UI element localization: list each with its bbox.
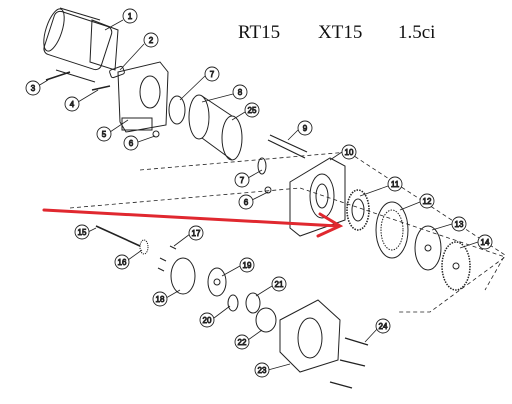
title-model-b: XT15 [318,22,363,43]
part-nut-6b [264,186,272,194]
callout-21: 21 [271,276,287,292]
assembly-outline-upper [139,151,506,291]
part-nut-6 [152,130,160,138]
svg-text:7: 7 [210,70,215,79]
callout-19: 19 [239,257,255,273]
part-bolt-3 [45,71,71,81]
callout-25: 25 [244,102,260,118]
svg-text:11: 11 [391,180,400,189]
title-model-a: RT15 [238,22,281,43]
svg-text:7: 7 [240,176,245,185]
svg-text:3: 3 [31,84,36,93]
part-pinion [139,239,149,255]
svg-text:12: 12 [423,197,432,206]
svg-text:15: 15 [78,228,87,237]
part-carrier [414,225,442,271]
part-brake-disc [207,267,227,297]
svg-text:1: 1 [128,12,133,21]
callout-24: 24 [375,318,391,334]
part-shaft [95,225,141,247]
part-washer-20 [227,294,239,312]
part-washer-7 [168,95,186,125]
svg-text:19: 19 [243,261,252,270]
callout-15: 15 [74,224,90,240]
callout-11: 11 [387,176,403,192]
svg-text:20: 20 [203,316,212,325]
callout-7b: 7 [234,172,250,188]
part-motor [43,7,119,83]
callout-20: 20 [199,312,215,328]
callout-23: 23 [254,362,270,378]
callout-4: 4 [64,96,80,112]
part-gasket [255,307,277,333]
svg-text:10: 10 [345,148,354,157]
part-drum [201,95,243,161]
callout-5: 5 [96,126,112,142]
part-washer-21 [245,292,261,314]
title-capacity: 1.5ci [398,22,436,43]
callout-8: 8 [232,84,248,100]
callout-7: 7 [204,66,220,82]
callout-18: 18 [152,291,168,307]
svg-text:16: 16 [118,258,127,267]
callout-17: 17 [188,225,204,241]
part-ring-gear [375,201,409,259]
svg-text:6: 6 [129,139,134,148]
callout-10: 10 [341,144,357,160]
svg-text:22: 22 [238,338,247,347]
svg-text:24: 24 [379,322,388,331]
svg-text:5: 5 [102,130,107,139]
callout-14: 14 [477,234,493,250]
part-screws-17 [157,245,177,272]
svg-text:23: 23 [258,366,267,375]
callouts: 1 2 3 4 5 6 7 8 9 10 11 12 13 14 15 16 1… [25,8,493,378]
callout-22: 22 [234,334,250,350]
callout-13: 13 [451,216,467,232]
callout-2: 2 [143,32,159,48]
callout-9: 9 [297,120,313,136]
assembly-outline-lower [69,187,506,313]
part-tie-bar [267,134,308,159]
leader-lines [37,19,479,371]
svg-text:4: 4 [70,100,75,109]
part-gear-11 [346,189,370,231]
callout-6b: 6 [238,194,254,210]
svg-text:2: 2 [149,36,154,45]
svg-text:14: 14 [481,238,490,247]
part-bolt-4 [91,85,111,91]
svg-text:25: 25 [248,106,257,115]
svg-text:13: 13 [455,220,464,229]
part-drum-flange [188,94,210,140]
svg-text:9: 9 [303,124,308,133]
part-plate-18 [170,257,196,295]
part-bolts-24 [329,337,369,389]
callout-6: 6 [123,135,139,151]
callout-12: 12 [419,193,435,209]
part-washer-7b [257,157,267,175]
callout-3: 3 [25,80,41,96]
red-arrow-icon [42,208,344,238]
part-end-gear [441,241,471,291]
svg-text:21: 21 [275,280,284,289]
part-end-bearing [289,157,346,237]
svg-text:6: 6 [244,198,249,207]
svg-text:18: 18 [156,295,165,304]
callout-1: 1 [122,8,138,24]
callout-16: 16 [114,254,130,270]
svg-text:8: 8 [238,88,243,97]
part-gear-housing [279,299,341,373]
svg-text:17: 17 [192,229,201,238]
